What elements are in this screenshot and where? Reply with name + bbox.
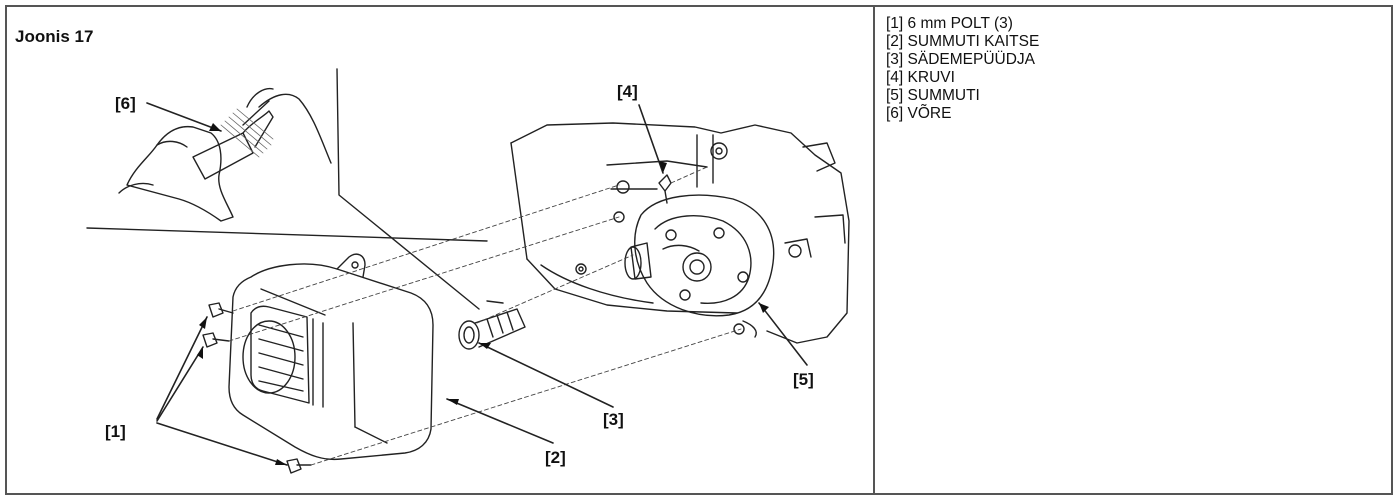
alignment-lines (228, 166, 742, 466)
legend-item-4: [4] KRUVI (886, 69, 955, 86)
muffler-illustration (624, 194, 775, 317)
callout-5: [5] (793, 370, 814, 389)
inset-cleaning-illustration (118, 87, 332, 222)
engine-block (510, 122, 850, 344)
muffler-protector-illustration (228, 253, 434, 461)
parts-legend: [1] 6 mm POLT (3) [2] SUMMUTI KAITSE [3]… (886, 15, 1039, 123)
inset-screen-mesh (220, 108, 274, 158)
exploded-view-diagram: [6] [4] [5] [3] [2] [1] (86, 68, 850, 474)
legend-item-5: [5] SUMMUTI (886, 87, 980, 104)
callout-4: [4] (617, 82, 638, 101)
legend-item-6: [6] VÕRE (886, 105, 952, 122)
legend-item-2: [2] SUMMUTI KAITSE (886, 33, 1040, 50)
inset-divider-line (86, 227, 488, 242)
spark-arrester-illustration (458, 300, 526, 350)
callout-6: [6] (115, 94, 136, 113)
callout-1: [1] (105, 422, 126, 441)
bolts-illustration (202, 302, 312, 474)
legend-item-1: [1] 6 mm POLT (3) (886, 15, 1013, 32)
arrow-heads (197, 123, 769, 465)
callout-3: [3] (603, 410, 624, 429)
panel-divider (873, 7, 875, 493)
legend-item-3: [3] SÄDEMEPÜÜDJA (886, 51, 1036, 68)
callout-2: [2] (545, 448, 566, 467)
leader-lines (146, 102, 808, 466)
figure-frame: Joonis 17 (5, 5, 1393, 495)
figure-title: Joonis 17 (15, 27, 94, 46)
inset-divider-line-2 (336, 68, 480, 310)
